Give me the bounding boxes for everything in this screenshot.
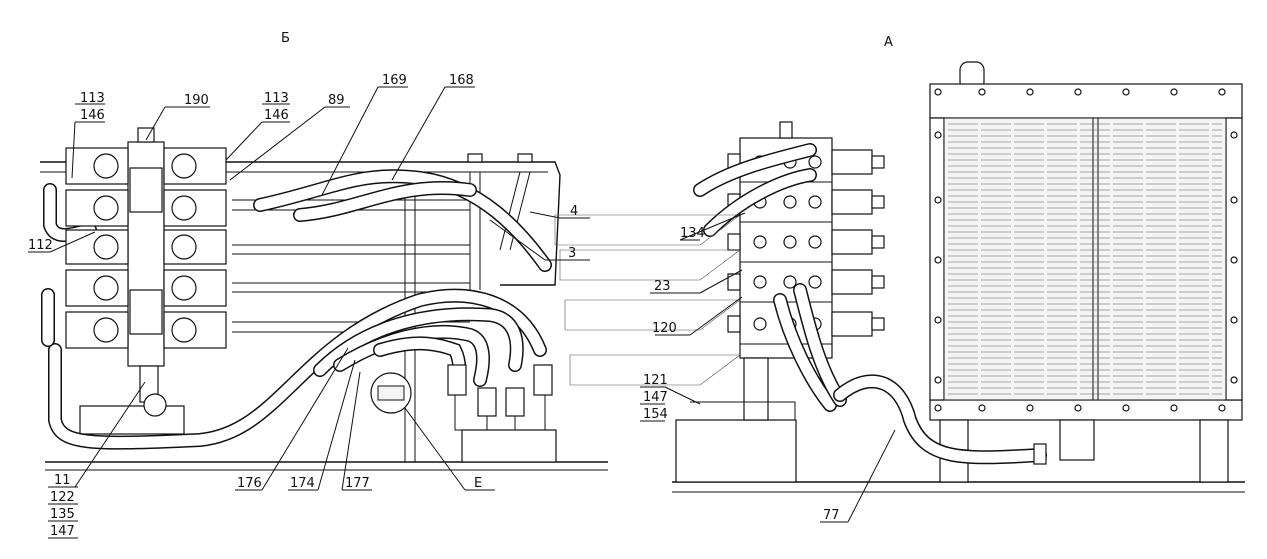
callout-169: 169 — [382, 73, 407, 88]
callout-labels: Б А 113 146 190 113 146 89 169 168 112 4… — [28, 31, 893, 539]
callout-190: 190 — [184, 93, 209, 108]
view-b-drawing — [40, 127, 608, 471]
callout-120: 120 — [652, 321, 677, 336]
callout-147-b: 147 — [50, 524, 75, 539]
radiator — [929, 61, 1243, 483]
hoses-a — [693, 143, 1047, 465]
callout-168: 168 — [449, 73, 474, 88]
callout-23: 23 — [654, 279, 671, 294]
callout-e: Е — [474, 476, 482, 491]
callout-122: 122 — [50, 490, 75, 505]
hose-rods — [232, 169, 552, 333]
view-a-drawing — [554, 61, 1245, 493]
leader-lines — [28, 86, 896, 539]
callout-135: 135 — [50, 507, 75, 522]
view-b-label: Б — [281, 31, 290, 46]
callout-112: 112 — [28, 238, 53, 253]
callout-147-a: 147 — [643, 390, 668, 405]
valve-block-a — [675, 121, 885, 483]
callout-113-left: 113 — [80, 91, 105, 106]
callout-177: 177 — [345, 476, 370, 491]
callout-89: 89 — [328, 93, 345, 108]
view-a-label: А — [884, 35, 893, 50]
callout-4: 4 — [570, 204, 578, 219]
callout-113-right: 113 — [264, 91, 289, 106]
callout-146-left: 146 — [80, 108, 105, 123]
callout-176: 176 — [237, 476, 262, 491]
callout-174: 174 — [290, 476, 315, 491]
callout-77: 77 — [823, 508, 840, 523]
callout-146-right: 146 — [264, 108, 289, 123]
callout-134: 134 — [680, 226, 705, 241]
callout-11: 11 — [54, 473, 71, 488]
lower-fittings — [370, 364, 553, 431]
valve-block-b — [65, 127, 227, 417]
callout-3: 3 — [568, 246, 576, 261]
callout-121: 121 — [643, 373, 668, 388]
callout-154: 154 — [643, 407, 668, 422]
